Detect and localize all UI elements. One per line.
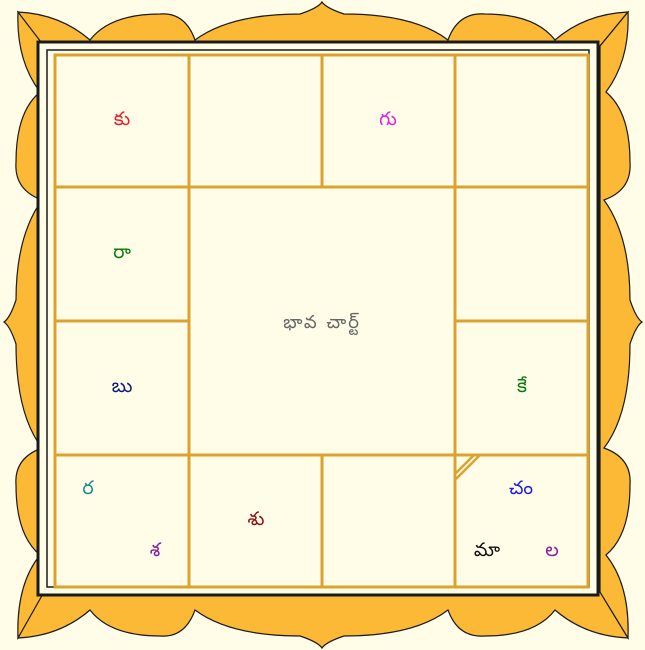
chart-title: భావ చార్ట్	[283, 312, 361, 335]
planet-label: ల	[545, 539, 558, 561]
planet-label: బు	[112, 375, 133, 397]
planet-label: కే	[517, 375, 527, 397]
planet-label: చం	[509, 477, 533, 499]
planet-label: రా	[113, 241, 131, 263]
planet-label: శు	[247, 508, 264, 530]
planet-label: కు	[114, 108, 131, 130]
planet-label: శ	[150, 539, 162, 561]
planet-label: ర	[82, 477, 94, 499]
planet-label: గు	[379, 108, 397, 130]
planet-label: మా	[474, 539, 500, 561]
